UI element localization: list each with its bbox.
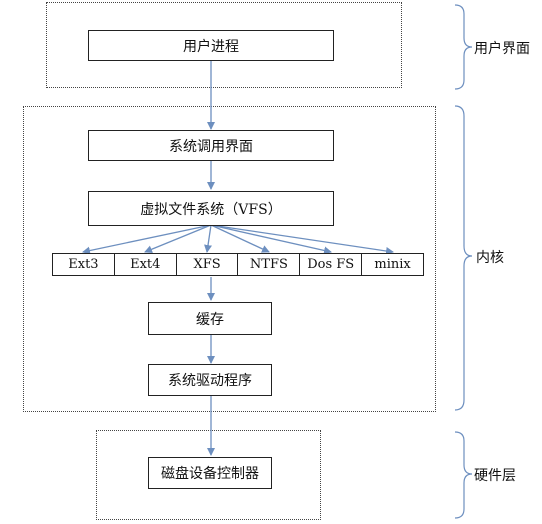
label-kernel: 内核	[476, 250, 504, 266]
user-space-region	[46, 2, 402, 88]
hardware-region	[96, 430, 321, 520]
arrow-vfs-to-ext4	[144, 224, 212, 254]
user-process-box: 用户进程	[88, 30, 334, 61]
fs-xfs: XFS	[177, 254, 239, 275]
brace-user-space	[454, 4, 473, 90]
arrow-vfs-to-xfs	[204, 224, 212, 253]
label-user-space: 用户界面	[474, 41, 530, 57]
fs-ext3: Ext3	[53, 254, 115, 275]
brace-hardware	[454, 431, 473, 519]
fs-ntfs: NTFS	[238, 254, 301, 275]
driver-box: 系统驱动程序	[148, 364, 272, 396]
cache-box: 缓存	[148, 302, 272, 335]
arrow-vfs-to-dosfs	[210, 224, 332, 255]
vfs-box: 虚拟文件系统（VFS）	[88, 191, 334, 226]
filesystem-row: Ext3 Ext4 XFS NTFS Dos FS minix	[52, 253, 424, 276]
fs-dosfs: Dos FS	[300, 254, 363, 275]
arrow-vfs-to-minix	[210, 224, 394, 255]
kernel-region	[23, 106, 436, 412]
disk-controller-box: 磁盘设备控制器	[148, 457, 272, 489]
fs-ext4: Ext4	[115, 254, 177, 275]
vfs-fanout-arrows	[82, 224, 394, 255]
brace-kernel	[454, 105, 473, 411]
syscall-interface-box: 系统调用界面	[88, 130, 334, 161]
arrow-vfs-to-ntfs	[210, 224, 270, 253]
label-hardware: 硬件层	[474, 468, 516, 484]
arrow-vfs-to-ext3	[82, 224, 212, 255]
fs-minix: minix	[374, 257, 411, 272]
